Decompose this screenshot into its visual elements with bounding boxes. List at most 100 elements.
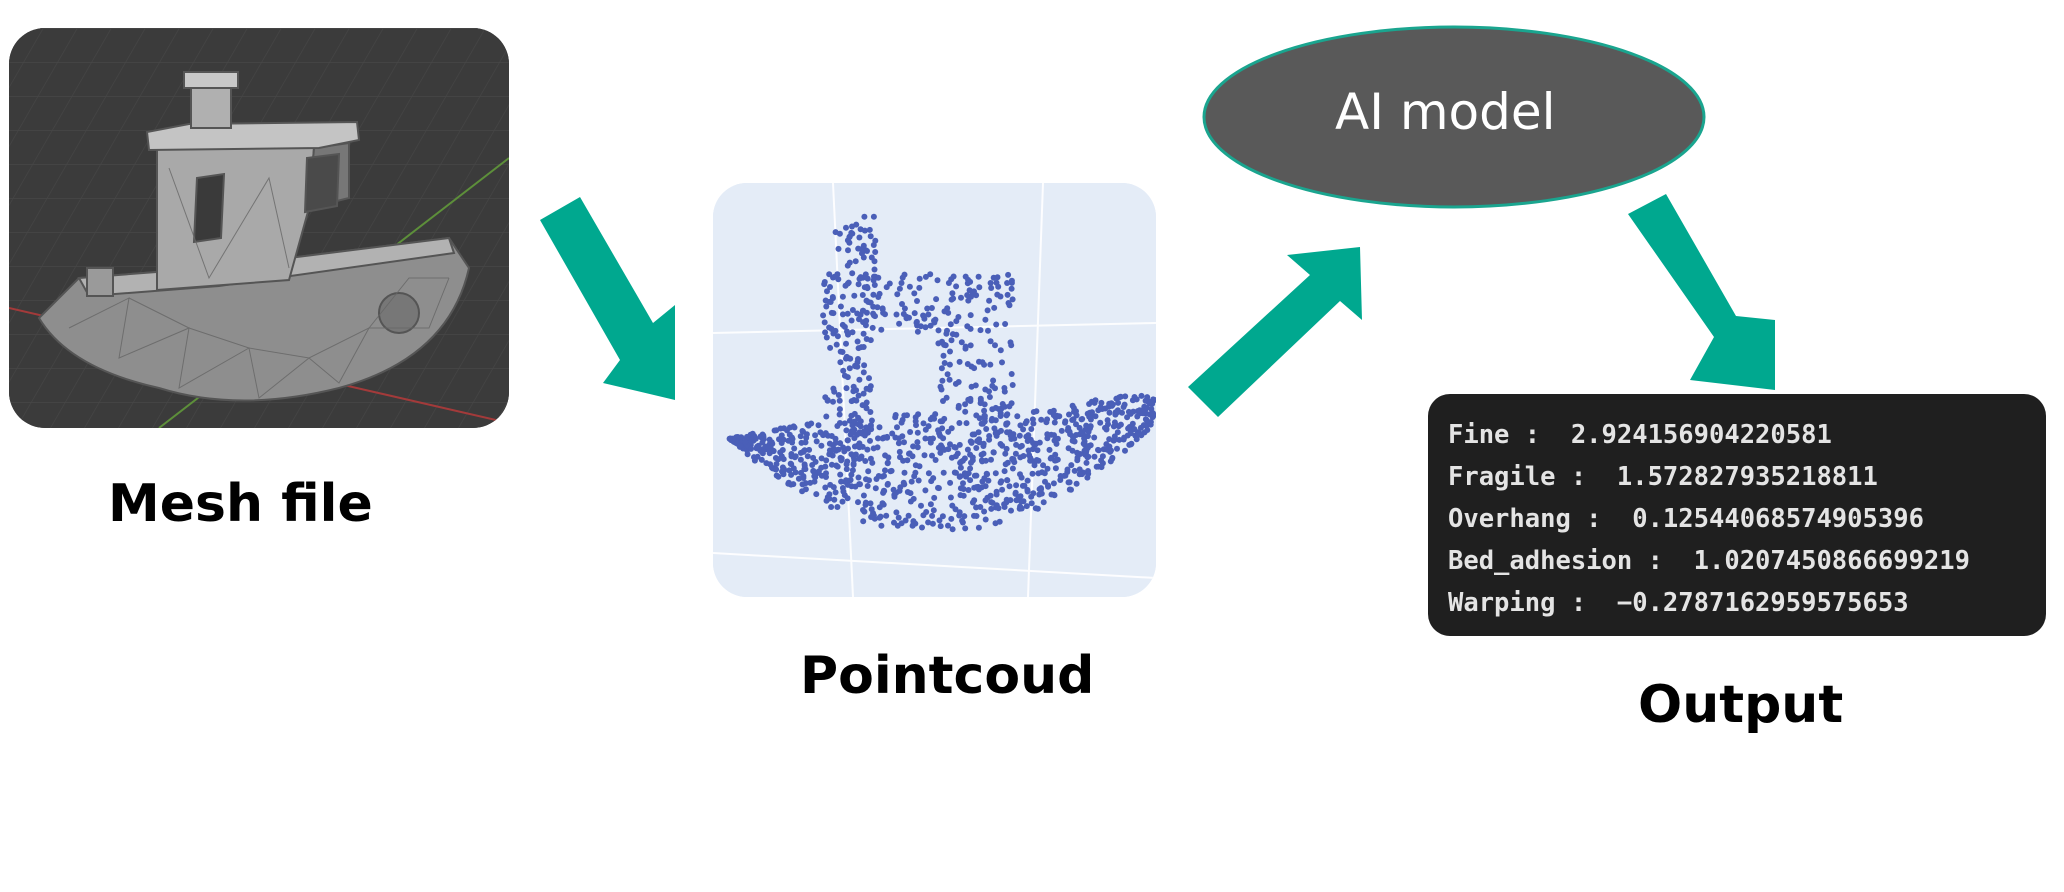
point [904, 489, 911, 495]
point [987, 492, 994, 499]
point [919, 524, 925, 531]
point [1009, 382, 1016, 388]
point [947, 348, 953, 355]
point [953, 318, 960, 325]
point [927, 271, 934, 278]
point [925, 311, 932, 318]
point [990, 274, 997, 281]
point [903, 313, 910, 320]
point [896, 487, 903, 494]
point [848, 483, 855, 490]
point [875, 274, 882, 281]
point [935, 444, 942, 451]
point [918, 502, 924, 509]
point [922, 435, 929, 442]
point [932, 457, 939, 463]
point [830, 385, 837, 392]
point [901, 439, 907, 446]
point [773, 461, 780, 467]
point [809, 462, 816, 468]
point [914, 298, 920, 304]
point [998, 478, 1005, 485]
point [872, 237, 879, 244]
point [843, 353, 850, 360]
point [934, 277, 941, 284]
point [1034, 447, 1041, 454]
point [822, 484, 829, 491]
point [861, 508, 868, 515]
point [937, 523, 944, 530]
point [1044, 465, 1051, 472]
point [883, 512, 890, 519]
point [1068, 462, 1075, 469]
point [968, 459, 974, 466]
point [910, 495, 917, 502]
point [893, 311, 900, 318]
point [837, 440, 844, 447]
point [821, 319, 828, 326]
point [892, 434, 899, 441]
point [917, 323, 924, 330]
point [1106, 409, 1113, 416]
point [1002, 450, 1009, 457]
point [911, 473, 918, 480]
point [860, 307, 867, 314]
point [889, 430, 896, 437]
point [1085, 428, 1092, 435]
point [828, 433, 835, 439]
point [1126, 441, 1133, 448]
point [1066, 486, 1073, 493]
point [1117, 393, 1124, 400]
point [758, 456, 765, 463]
point [930, 507, 937, 514]
point [872, 249, 879, 255]
point [1001, 403, 1008, 410]
point [1004, 291, 1011, 298]
point [849, 307, 856, 313]
point [839, 311, 846, 318]
point [964, 292, 971, 299]
point [1030, 420, 1037, 427]
mesh-render-image [9, 28, 509, 428]
point [850, 383, 857, 390]
point [864, 275, 871, 282]
point [902, 517, 909, 524]
point [780, 456, 787, 463]
point [786, 424, 793, 431]
point [1052, 465, 1059, 472]
point [850, 388, 857, 395]
point [987, 338, 994, 345]
point [1018, 505, 1025, 512]
point [845, 445, 851, 452]
point [867, 500, 874, 507]
point [990, 449, 997, 456]
point [786, 467, 793, 474]
point [813, 491, 820, 498]
point [957, 473, 964, 480]
point [847, 477, 854, 483]
point [1109, 401, 1116, 408]
point [831, 273, 838, 280]
point [941, 360, 948, 366]
point [836, 411, 843, 418]
point [1143, 417, 1150, 424]
point [823, 474, 829, 480]
point [777, 449, 784, 456]
point [1106, 436, 1113, 443]
point [851, 443, 858, 450]
point [981, 413, 988, 419]
point [863, 399, 870, 406]
point [829, 294, 836, 300]
point [1003, 496, 1010, 503]
point [1078, 416, 1085, 423]
point [894, 291, 901, 298]
point [849, 270, 856, 277]
point [778, 432, 785, 439]
point [990, 377, 997, 384]
point [957, 492, 964, 499]
point [993, 429, 999, 436]
point [1008, 277, 1015, 284]
point [860, 518, 867, 525]
point [965, 276, 972, 283]
point [1066, 411, 1072, 418]
